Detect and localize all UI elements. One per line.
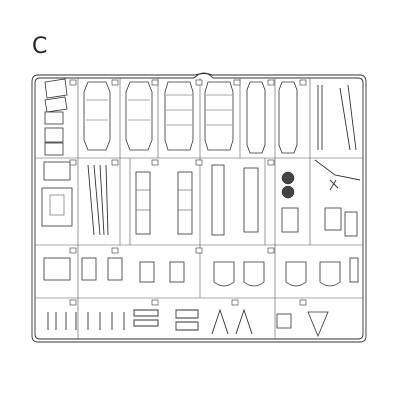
part-number-tags <box>69 79 307 306</box>
part-group-left-middle <box>41 161 73 227</box>
sprue-letter-label: C <box>32 34 48 59</box>
part-group-upper-bays <box>83 81 298 154</box>
part-group-bottom <box>47 308 329 338</box>
sprue-frame <box>31 73 367 343</box>
part-group-rods <box>314 84 361 181</box>
part-group-wheels <box>281 171 358 237</box>
part-group-seats <box>43 257 359 287</box>
part-group-panels <box>135 164 259 236</box>
part-group-struts <box>87 164 109 236</box>
sprue-runners <box>35 78 363 339</box>
part-group-top-left <box>44 78 68 156</box>
